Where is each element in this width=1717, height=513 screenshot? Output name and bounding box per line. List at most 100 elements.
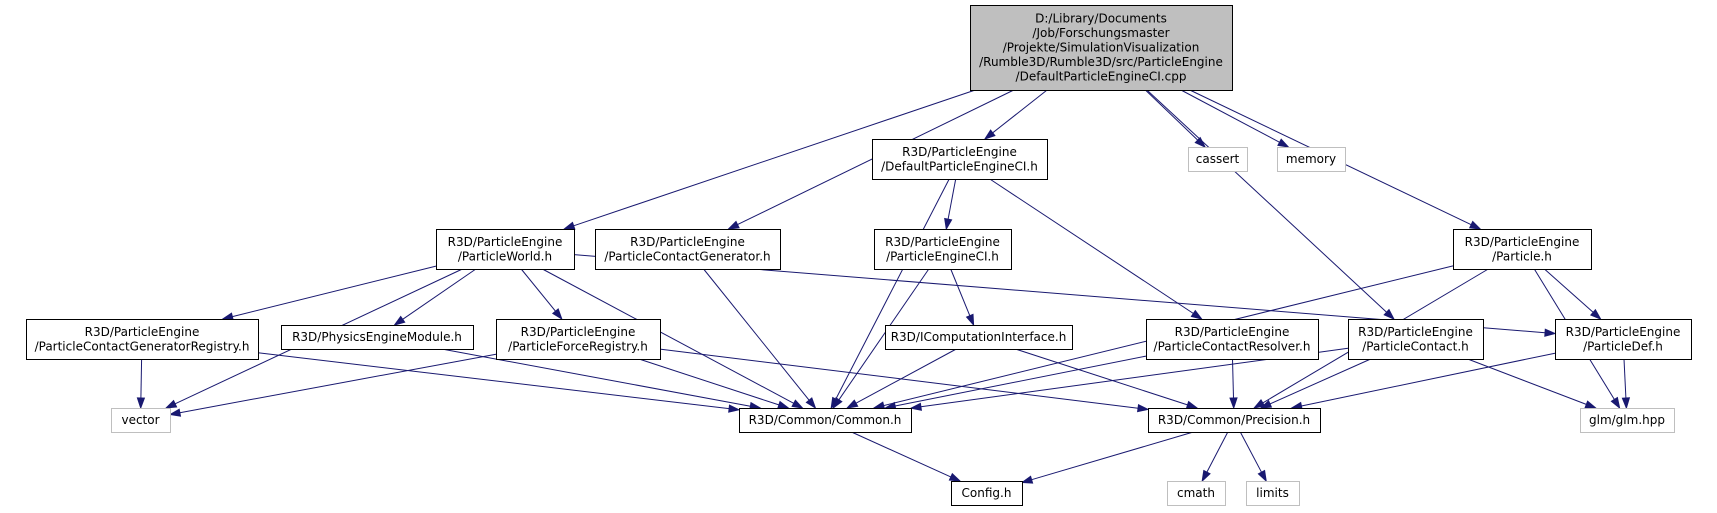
arrowhead: [1383, 308, 1395, 321]
node-label: cassert: [1196, 152, 1240, 166]
node-precision[interactable]: R3D/Common/Precision.h: [1148, 408, 1321, 433]
node-box: [951, 481, 1023, 506]
arrowhead: [551, 308, 563, 321]
node-box: [436, 229, 575, 270]
node-label: R3D/ParticleEngine: [902, 145, 1017, 159]
edge-pfreg-to-precision: [659, 348, 1150, 413]
node-label: D:/Library/Documents: [1035, 12, 1167, 26]
node-common[interactable]: R3D/Common/Common.h: [739, 408, 912, 433]
node-pdef[interactable]: R3D/ParticleEngine/ParticleDef.h: [1555, 319, 1692, 360]
node-dpeci_h[interactable]: R3D/ParticleEngine/DefaultParticleEngine…: [872, 139, 1048, 180]
edge-dpeci_h-to-common: [830, 178, 950, 410]
edge-pworld-to-pcgreg: [221, 265, 437, 321]
arrowhead: [1621, 397, 1631, 410]
arrowhead: [1468, 220, 1482, 230]
arrowhead: [1185, 400, 1199, 409]
node-label: /Rumble3D/Rumble3D/src/ParticleEngine: [979, 55, 1223, 69]
edge-pworld-to-pfreg: [520, 268, 563, 321]
node-box: [496, 319, 661, 360]
edge-particle-to-pdef: [1544, 268, 1602, 321]
node-pworld[interactable]: R3D/ParticleEngine/ParticleWorld.h: [436, 229, 575, 270]
node-label: /ParticleContactResolver.h: [1154, 339, 1311, 353]
edge-precision-to-limits: [1239, 431, 1267, 483]
node-pcgreg[interactable]: R3D/ParticleEngine/ParticleContactGenera…: [26, 319, 259, 360]
node-ici[interactable]: R3D/IComputationInterface.h: [885, 325, 1073, 350]
arrowhead: [1252, 399, 1266, 409]
node-pemod[interactable]: R3D/PhysicsEngineModule.h: [281, 325, 474, 350]
node-label: memory: [1286, 152, 1336, 166]
node-label: R3D/ParticleEngine: [1566, 325, 1681, 339]
edge-precision-to-cmath: [1201, 431, 1229, 483]
edge-common-to-config: [851, 431, 962, 482]
arrowhead: [727, 220, 740, 230]
node-box: [1277, 147, 1346, 172]
arrowhead: [1259, 399, 1273, 409]
edge-pcgreg-to-common: [257, 352, 741, 413]
node-label: cmath: [1177, 486, 1215, 500]
node-pfreg[interactable]: R3D/ParticleEngine/ParticleForceRegistry…: [496, 319, 661, 360]
node-label: /ParticleForceRegistry.h: [508, 339, 648, 353]
arrowhead: [728, 404, 741, 413]
arrowhead: [136, 397, 146, 410]
arrowhead: [1229, 397, 1238, 410]
arrowhead: [1137, 403, 1150, 413]
arrowhead: [791, 399, 804, 409]
edge-dpeci_h-to-peci: [944, 178, 957, 231]
node-label: glm/glm.hpp: [1589, 413, 1665, 427]
arrowhead: [948, 472, 962, 482]
node-box: [1148, 408, 1321, 433]
node-vector: vector: [111, 408, 171, 433]
edge-pcontact-to-precision: [1259, 358, 1371, 409]
node-pcgen[interactable]: R3D/ParticleEngine/ParticleContactGenera…: [595, 229, 781, 270]
node-label: R3D/PhysicsEngineModule.h: [292, 330, 462, 344]
edge-pworld-to-common: [542, 268, 804, 409]
node-layer: D:/Library/Documents/Job/Forschungsmaste…: [26, 5, 1692, 506]
arrowhead: [845, 399, 859, 409]
node-box: [1580, 408, 1675, 433]
node-box: [1188, 147, 1248, 172]
node-label: R3D/ParticleEngine: [1358, 325, 1473, 339]
node-label: R3D/Common/Precision.h: [1158, 413, 1310, 427]
edge-pdef-to-precision: [1290, 352, 1556, 410]
node-label: /Particle.h: [1492, 249, 1552, 263]
arrowhead: [562, 221, 576, 230]
node-root[interactable]: D:/Library/Documents/Job/Forschungsmaste…: [970, 5, 1233, 91]
arrowhead: [1190, 309, 1203, 320]
node-label: R3D/IComputationInterface.h: [891, 330, 1067, 344]
node-label: limits: [1256, 486, 1289, 500]
node-config[interactable]: Config.h: [951, 481, 1023, 506]
arrowhead: [909, 402, 922, 411]
arrowhead: [1277, 138, 1290, 148]
edge-pdef-to-glm: [1621, 358, 1631, 410]
node-memory: memory: [1277, 147, 1346, 172]
node-particle[interactable]: R3D/ParticleEngine/Particle.h: [1453, 229, 1592, 270]
arrowhead: [832, 396, 843, 410]
node-cassert: cassert: [1188, 147, 1248, 172]
node-label: R3D/ParticleEngine: [630, 235, 745, 249]
node-label: Config.h: [962, 486, 1012, 500]
node-box: [739, 408, 912, 433]
node-label: vector: [121, 413, 159, 427]
node-box: [1453, 229, 1592, 270]
node-box: [1146, 319, 1319, 360]
node-pcontact[interactable]: R3D/ParticleEngine/ParticleContact.h: [1348, 319, 1484, 360]
arrowhead: [168, 408, 182, 417]
edge-pworld-to-pemod: [393, 268, 477, 326]
node-label: /ParticleEngineCI.h: [886, 249, 999, 263]
arrowhead: [221, 312, 234, 321]
arrowhead: [393, 315, 406, 326]
node-label: /ParticleWorld.h: [458, 249, 552, 263]
node-label: /DefaultParticleEngineCI.cpp: [1016, 70, 1187, 84]
arrowhead: [1257, 469, 1267, 483]
node-pcres[interactable]: R3D/ParticleEngine/ParticleContactResolv…: [1146, 319, 1319, 360]
node-label: /DefaultParticleEngineCI.h: [881, 159, 1038, 173]
edge-root-to-memory: [1180, 89, 1290, 148]
edge-pcgen-to-common: [703, 268, 817, 410]
node-label: R3D/ParticleEngine: [521, 325, 636, 339]
edge-pcres-to-common: [883, 355, 1147, 411]
node-peci[interactable]: R3D/ParticleEngine/ParticleEngineCI.h: [874, 229, 1012, 270]
edge-pcontact-to-glm: [1467, 358, 1598, 409]
edge-root-to-pcontact: [1146, 89, 1395, 321]
edge-pcgreg-to-vector: [136, 358, 146, 410]
